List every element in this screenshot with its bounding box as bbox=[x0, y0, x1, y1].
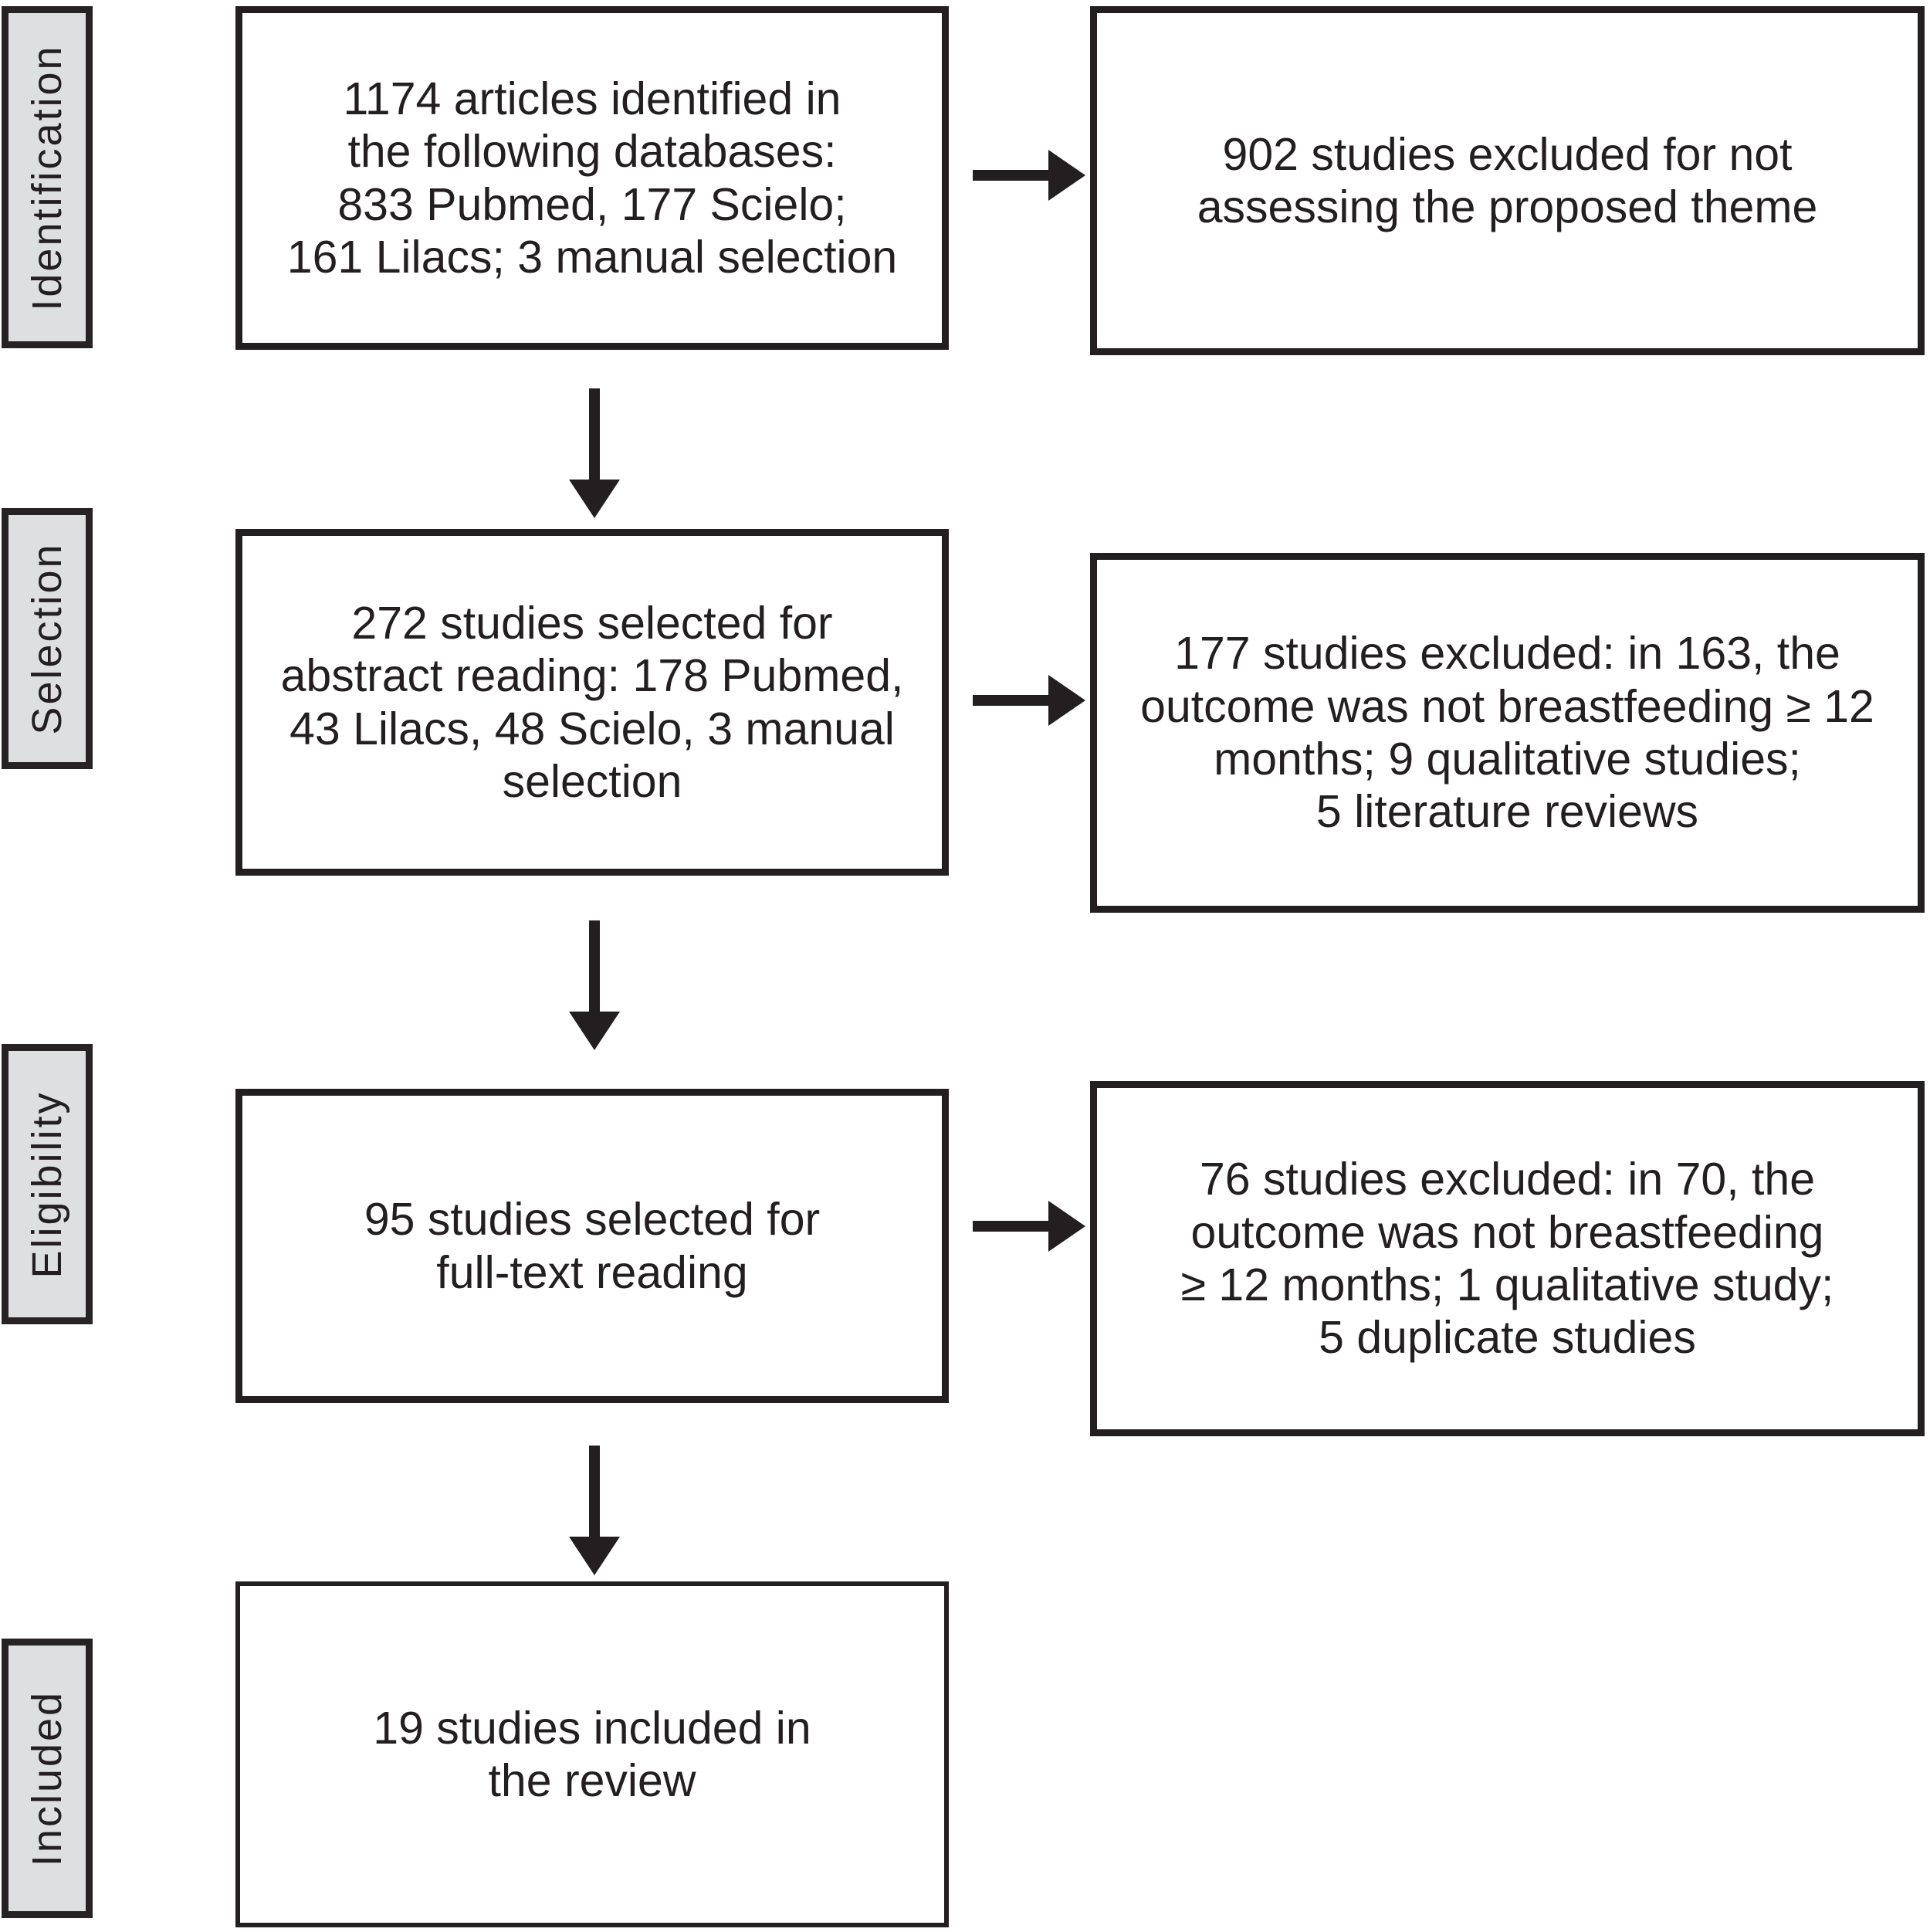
stage-label-text: Identification bbox=[24, 43, 70, 311]
flow-box-articles-identified: 1174 articles identified in the followin… bbox=[235, 6, 949, 350]
flow-box-fulltext-reading: 95 studies selected for full-text readin… bbox=[235, 1089, 949, 1403]
exclusion-box-not-assessing-theme: 902 studies excluded for not assessing t… bbox=[1090, 6, 1925, 355]
right-arrow-icon bbox=[973, 1201, 1085, 1252]
stage-label-identification: Identification bbox=[2, 6, 93, 348]
stage-label-selection: Selection bbox=[2, 508, 93, 769]
flow-box-text: 272 studies selected for abstract readin… bbox=[280, 597, 904, 807]
right-arrow-icon bbox=[973, 150, 1085, 201]
stage-label-text: Included bbox=[24, 1690, 70, 1867]
stage-label-included: Included bbox=[2, 1639, 93, 1918]
down-arrow-icon bbox=[569, 1446, 620, 1575]
flow-box-text: 95 studies selected for full-text readin… bbox=[364, 1194, 821, 1298]
stage-label-text: Selection bbox=[24, 542, 70, 735]
right-arrow-icon bbox=[973, 675, 1085, 726]
exclusion-box-fulltext-stage: 76 studies excluded: in 70, the outcome … bbox=[1090, 1081, 1925, 1436]
flow-box-included-review: 19 studies included in the review bbox=[235, 1581, 949, 1927]
exclusion-box-text: 177 studies excluded: in 163, the outcom… bbox=[1140, 628, 1874, 838]
stage-label-eligibility: Eligibility bbox=[2, 1044, 93, 1324]
flow-box-abstract-reading: 272 studies selected for abstract readin… bbox=[235, 529, 949, 876]
exclusion-box-text: 76 studies excluded: in 70, the outcome … bbox=[1180, 1154, 1834, 1364]
down-arrow-icon bbox=[569, 388, 620, 518]
down-arrow-icon bbox=[569, 920, 620, 1050]
flow-box-text: 1174 articles identified in the followin… bbox=[286, 73, 898, 283]
exclusion-box-text: 902 studies excluded for not assessing t… bbox=[1197, 128, 1818, 232]
stage-label-text: Eligibility bbox=[24, 1090, 70, 1279]
exclusion-box-abstract-stage: 177 studies excluded: in 163, the outcom… bbox=[1090, 553, 1925, 913]
flow-box-text: 19 studies included in the review bbox=[373, 1702, 811, 1806]
